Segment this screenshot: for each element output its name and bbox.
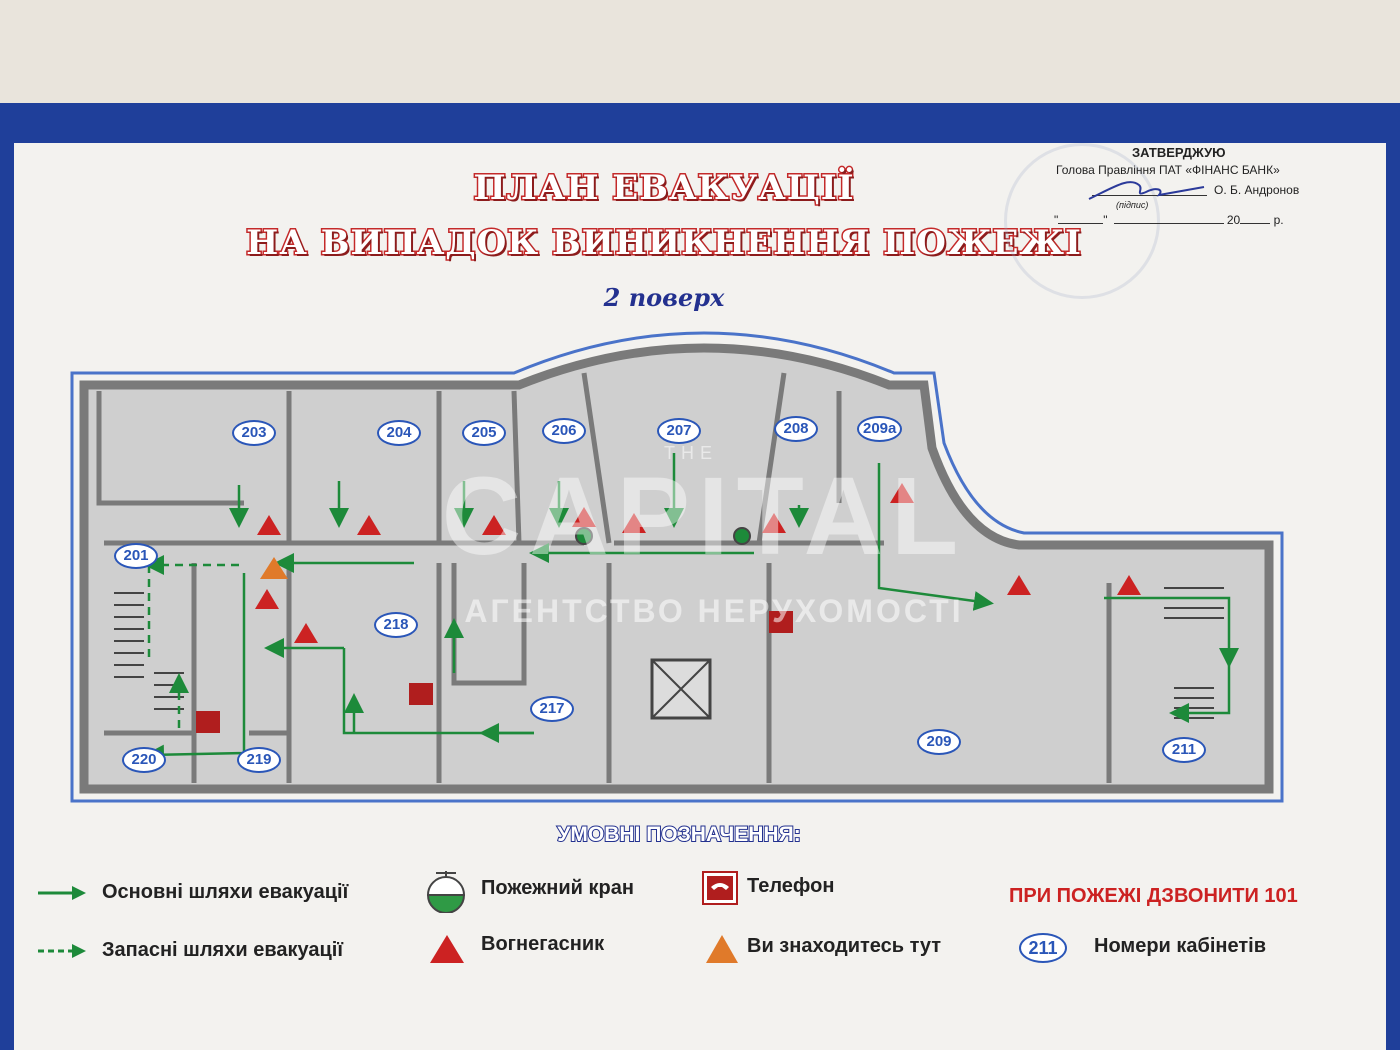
room-badge-206: 206	[542, 418, 586, 444]
you-are-here-icon	[706, 935, 738, 963]
building-walls	[79, 343, 1274, 794]
building-outline	[70, 331, 1284, 803]
fire-hydrant-icon	[426, 871, 466, 913]
floor-label: 2 поверх	[603, 283, 725, 312]
room-badge-220: 220	[122, 747, 166, 773]
date-day-blank	[1058, 223, 1104, 224]
room-badge-209а: 209а	[857, 416, 903, 442]
date-suffix: р.	[1273, 213, 1284, 227]
evacuation-plan-sheet: ПЛАН ЕВАКУАЦІЇ НА ВИПАДОК ВИНИКНЕННЯ ПОЖ…	[14, 143, 1386, 1050]
room-badge-207: 207	[657, 418, 701, 444]
signature-line	[1092, 195, 1207, 196]
date-year-blank	[1240, 223, 1271, 224]
approval-name: О. Б. Андронов	[1214, 183, 1300, 197]
watermark-the: THE	[664, 443, 718, 463]
main-evacuation-routes	[144, 453, 1239, 765]
room-badge-219: 219	[237, 747, 281, 773]
legend-title: УМОВНІ ПОЗНАЧЕННЯ:	[556, 822, 801, 847]
watermark-subtitle: АГЕНТСТВО НЕРУХОМОСТІ	[464, 593, 964, 629]
approval-position: Голова Правління ПАТ «ФІНАНС БАНК»	[1056, 163, 1280, 177]
approval-date: " " 20 р.	[1054, 213, 1284, 227]
hydrant-markers	[575, 527, 751, 545]
emergency-call-notice: ПРИ ПОЖЕЖІ ДЗВОНИТИ 101	[1009, 885, 1298, 907]
legend-room-numbers: Номери кабінетів	[1094, 935, 1267, 957]
signature-icon	[1088, 181, 1205, 200]
date-open-quote: "	[1054, 213, 1059, 227]
extinguisher-icon	[430, 935, 464, 963]
plan-title-line2: НА ВИПАДОК ВИНИКНЕННЯ ПОЖЕЖІ	[245, 222, 1083, 265]
room-badge-203: 203	[232, 420, 276, 446]
room-badge-218: 218	[374, 612, 418, 638]
legend-extinguisher: Вогнегасник	[481, 933, 605, 955]
room-badge-204: 204	[377, 420, 421, 446]
signature-hint: (підпис)	[1116, 200, 1149, 210]
room-badge-211: 211	[1162, 737, 1206, 763]
room-badge-217: 217	[530, 696, 574, 722]
reserve-route-arrow-icon	[38, 944, 86, 958]
reserve-evacuation-routes	[144, 555, 239, 728]
you-are-here-marker	[260, 557, 288, 579]
date-close-quote: "	[1103, 213, 1108, 227]
legend-phone: Телефон	[747, 875, 835, 897]
date-month-blank	[1113, 223, 1224, 224]
stamp-seal	[1004, 143, 1160, 299]
plan-title-line1: ПЛАН ЕВАКУАЦІЇ	[472, 167, 855, 210]
phone-markers	[196, 611, 793, 733]
approval-heading: ЗАТВЕРДЖУЮ	[1132, 145, 1226, 160]
legend-main-routes: Основні шляхи евакуації	[102, 881, 349, 903]
room-badge-201: 201	[114, 543, 158, 569]
floor-plan	[70, 331, 1284, 803]
legend-reserve-routes: Запасні шляхи евакуації	[102, 939, 343, 961]
main-route-arrow-icon	[38, 886, 86, 900]
room-walls	[96, 372, 1112, 783]
elevator-icon	[650, 658, 712, 720]
phone-icon	[702, 871, 738, 905]
room-badge-208: 208	[774, 416, 818, 442]
legend-you-are-here: Ви знаходитесь тут	[747, 935, 942, 957]
legend-fire-hydrant: Пожежний кран	[481, 877, 634, 899]
room-badge-209: 209	[917, 729, 961, 755]
room-badge-205: 205	[462, 420, 506, 446]
extinguisher-markers	[255, 483, 1141, 643]
blue-frame: ПЛАН ЕВАКУАЦІЇ НА ВИПАДОК ВИНИКНЕННЯ ПОЖ…	[0, 103, 1400, 1050]
room-number-sample-icon: 211	[1019, 933, 1067, 963]
date-year-prefix: 20	[1226, 213, 1241, 227]
